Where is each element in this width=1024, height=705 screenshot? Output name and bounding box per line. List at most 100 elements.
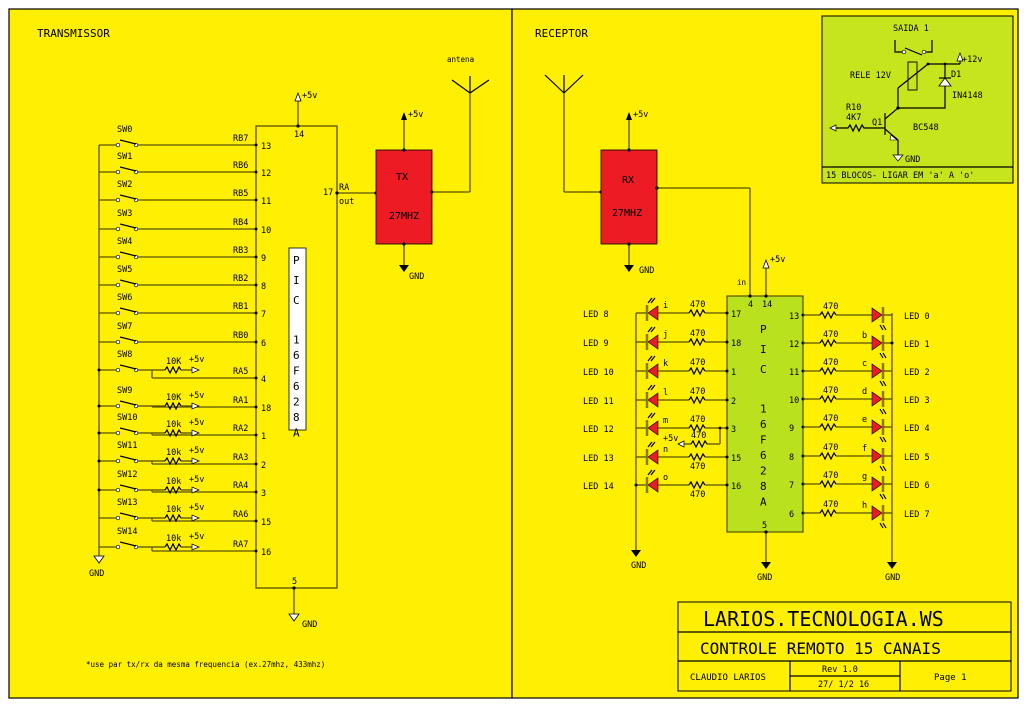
vcc-label: +5v (189, 475, 204, 485)
switch-icon[interactable] (115, 307, 139, 316)
led-label: LED 1 (904, 340, 930, 350)
switch-icon[interactable] (115, 279, 139, 288)
port-label: RB5 (233, 189, 248, 199)
pin-number: 1 (731, 368, 736, 378)
port-label: RB2 (233, 274, 248, 284)
tx-vss-pin: 5 (292, 577, 297, 587)
tx-pic-char: P (293, 254, 300, 267)
rx-pic-gnd-icon (761, 562, 771, 569)
vcc-arrow-icon (191, 514, 200, 522)
rx-pic-char: 6 (760, 449, 767, 462)
inset-transistor-part: BC548 (913, 123, 939, 133)
pin-number: 2 (261, 461, 266, 471)
switch-icon[interactable] (115, 251, 139, 260)
switch-icon[interactable] (115, 455, 139, 464)
rx-left-gnd-icon (631, 550, 641, 557)
switch-icon[interactable] (115, 194, 139, 203)
switch-icon[interactable] (115, 139, 139, 148)
inset-res-ref: R10 (846, 103, 861, 113)
pin-number: 4 (261, 375, 266, 385)
title-revision: Rev 1.0 (822, 665, 858, 675)
resistor-value: 470 (690, 329, 705, 339)
port-label: RB4 (233, 218, 248, 228)
tx-module-gnd-icon (399, 265, 409, 272)
tx-module-name: TX (396, 172, 408, 183)
led-node: l (663, 388, 668, 398)
title-date: 27/ 1/2 16 (818, 680, 869, 690)
pin-number: 3 (261, 489, 266, 499)
switch-label: SW0 (117, 125, 132, 135)
led-label: LED 12 (583, 425, 614, 435)
switch-icon[interactable] (115, 364, 139, 373)
inset-res-val: 4K7 (846, 113, 861, 123)
rx-pic-char: F (760, 434, 767, 447)
tx-switch-gnd-icon (93, 555, 105, 564)
switch-icon[interactable] (115, 223, 139, 232)
tx-pic-char: 6 (293, 349, 300, 362)
rx-module-freq: 27MHZ (612, 208, 642, 219)
switch-icon[interactable] (115, 541, 139, 550)
switch-icon[interactable] (115, 512, 139, 521)
tx-pic-char: 6 (293, 380, 300, 393)
pin-number: 6 (789, 510, 794, 520)
rx-pic-vcc-arrow-icon (762, 258, 770, 269)
rx-pic-vcc-label: +5v (770, 255, 785, 265)
title-block: LARIOS.TECNOLOGIA.WS CONTROLE REMOTO 15 … (677, 601, 1012, 692)
switch-label: SW4 (117, 237, 132, 247)
pin-number: 11 (261, 197, 271, 207)
pin-number: 12 (789, 340, 799, 350)
vcc-label: +5v (189, 355, 204, 365)
pin-number: 6 (261, 339, 266, 349)
tx-module-freq: 27MHZ (389, 211, 419, 222)
resistor-value: 470 (690, 490, 705, 500)
tx-pic-char: C (293, 294, 300, 307)
tx-gnd-icon (288, 613, 300, 622)
tx-vcc-label: +5v (302, 91, 317, 101)
rx-pic-char: 1 (760, 403, 767, 416)
rx-pullup: +5v 470 (663, 426, 722, 449)
resistor-value: 10k (166, 505, 181, 515)
pin-number: 8 (261, 282, 266, 292)
port-label: RB3 (233, 246, 248, 256)
switch-icon[interactable] (115, 484, 139, 493)
pin-number: 18 (261, 404, 271, 414)
led-label: LED 11 (583, 397, 614, 407)
tx-out-pin: 17 (323, 188, 333, 198)
tx-module-gnd-label: GND (409, 272, 424, 282)
switch-icon[interactable] (115, 427, 139, 436)
title-author: CLAUDIO LARIOS (690, 673, 766, 683)
tx-pic-char: 2 (293, 396, 300, 409)
led-label: LED 0 (904, 312, 930, 322)
pin-number: 11 (789, 368, 799, 378)
switch-icon[interactable] (115, 336, 139, 345)
pin-number: 15 (731, 454, 741, 464)
switch-icon[interactable] (115, 166, 139, 175)
led-node: n (663, 445, 668, 455)
resistor-value: 10K (166, 393, 182, 403)
resistor-value: 470 (823, 471, 838, 481)
vcc-arrow-icon (191, 366, 200, 374)
switch-label: SW5 (117, 265, 132, 275)
resistor-value: 470 (823, 386, 838, 396)
led-node: e (862, 415, 867, 425)
resistor-value: 470 (823, 500, 838, 510)
resistor-value: 10k (166, 534, 181, 544)
switch-icon[interactable] (115, 400, 139, 409)
rx-pic-char: 8 (760, 480, 767, 493)
led-icon (871, 476, 887, 500)
tx-pic-label-box (288, 247, 307, 431)
